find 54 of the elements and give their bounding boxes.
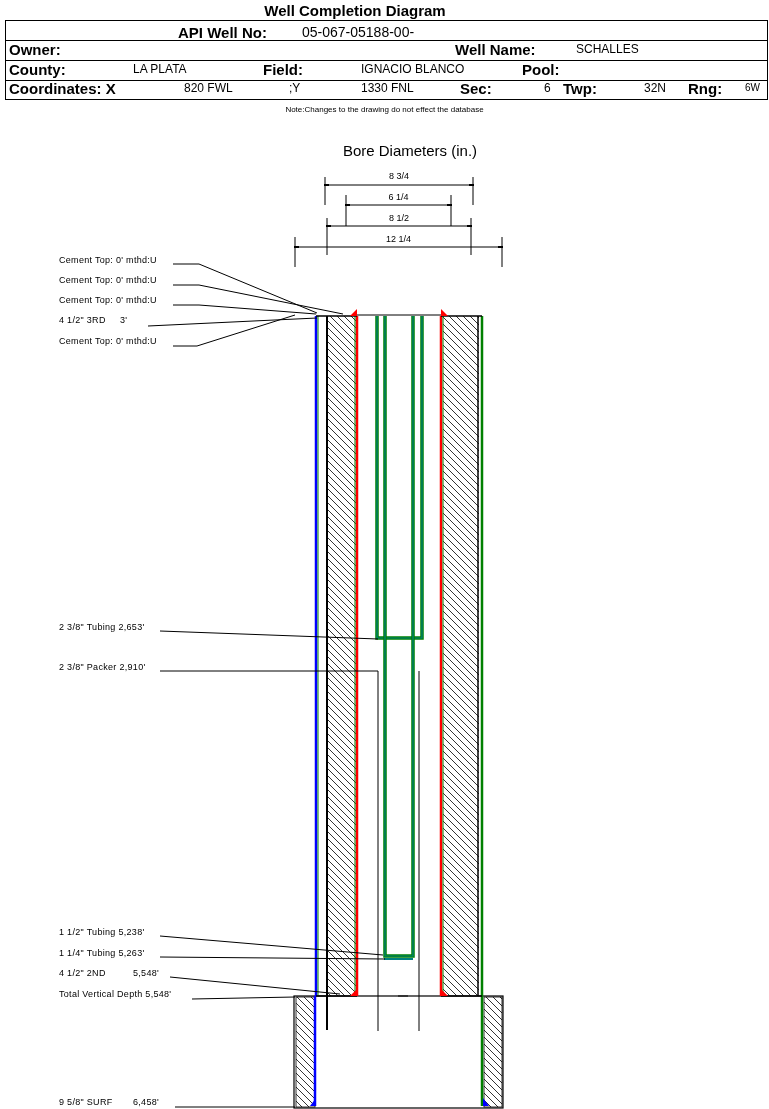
- leader-line: [172, 263, 318, 314]
- field-label: Pool:: [522, 62, 560, 77]
- field-value: 6: [544, 82, 551, 94]
- leader-line: [172, 284, 344, 315]
- field-value: ;Y: [289, 82, 301, 94]
- field-label: Field:: [263, 62, 303, 77]
- callout-label: 1 1/4" Tubing 5,263': [59, 948, 145, 958]
- callout-label: 1 1/2" Tubing 5,238': [59, 927, 145, 937]
- leader-line: [159, 935, 384, 956]
- leader-line: [172, 314, 296, 347]
- callout-label: Cement Top: 0' mthd:U: [59, 336, 157, 346]
- dimension-label: 8 3/4: [388, 172, 410, 181]
- field-value: 6W: [745, 83, 760, 93]
- leader-line: [159, 670, 379, 672]
- field-value: 32N: [644, 82, 666, 94]
- field-value: LA PLATA: [133, 63, 187, 75]
- callout-label: 4 1/2" 2ND: [59, 968, 106, 978]
- field-label: API Well No:: [178, 25, 267, 40]
- field-value: 05-067-05188-00-: [302, 25, 415, 39]
- leader-line: [159, 956, 386, 960]
- leader-line: [174, 1106, 296, 1108]
- callout-label: 6,458': [133, 1097, 160, 1107]
- dimension-label: 12 1/4: [385, 235, 412, 244]
- callout-label: Total Vertical Depth 5,548': [59, 989, 172, 999]
- field-value: 820 FWL: [184, 82, 233, 94]
- callout-label: 3': [120, 315, 128, 325]
- note-text: Note:Changes to the drawing do not effect the database: [284, 106, 485, 114]
- diagram-title: Well Completion Diagram: [263, 3, 447, 18]
- dimension-label: 8 1/2: [388, 214, 410, 223]
- field-label: Well Name:: [455, 42, 536, 57]
- field-value: IGNACIO BLANCO: [361, 63, 465, 75]
- dimension-label: 6 1/4: [387, 193, 410, 202]
- callout-label: Cement Top: 0' mthd:U: [59, 295, 157, 305]
- callout-label: 2 3/8" Packer 2,910': [59, 662, 146, 672]
- chart-heading: Bore Diameters (in.): [341, 143, 479, 158]
- leader-line: [159, 630, 379, 640]
- callout-label: 9 5/8" SURF: [59, 1097, 113, 1107]
- leader-line: [191, 996, 296, 1000]
- field-label: Rng:: [688, 81, 723, 96]
- callout-label: 5,548': [133, 968, 160, 978]
- field-label: Twp:: [563, 81, 597, 96]
- leader-line: [147, 317, 318, 327]
- field-label: Owner:: [9, 42, 61, 57]
- field-value: 1330 FNL: [361, 82, 414, 94]
- leader-line: [169, 976, 341, 995]
- field-value: SCHALLES: [576, 43, 639, 55]
- field-label: Sec:: [460, 81, 492, 96]
- callout-label: Cement Top: 0' mthd:U: [59, 255, 157, 265]
- field-label: Coordinates: X: [9, 81, 116, 96]
- field-label: County:: [9, 62, 66, 77]
- callout-label: 2 3/8" Tubing 2,653': [59, 622, 145, 632]
- callout-label: Cement Top: 0' mthd:U: [59, 275, 157, 285]
- leader-line: [172, 304, 317, 315]
- callout-label: 4 1/2" 3RD: [59, 315, 106, 325]
